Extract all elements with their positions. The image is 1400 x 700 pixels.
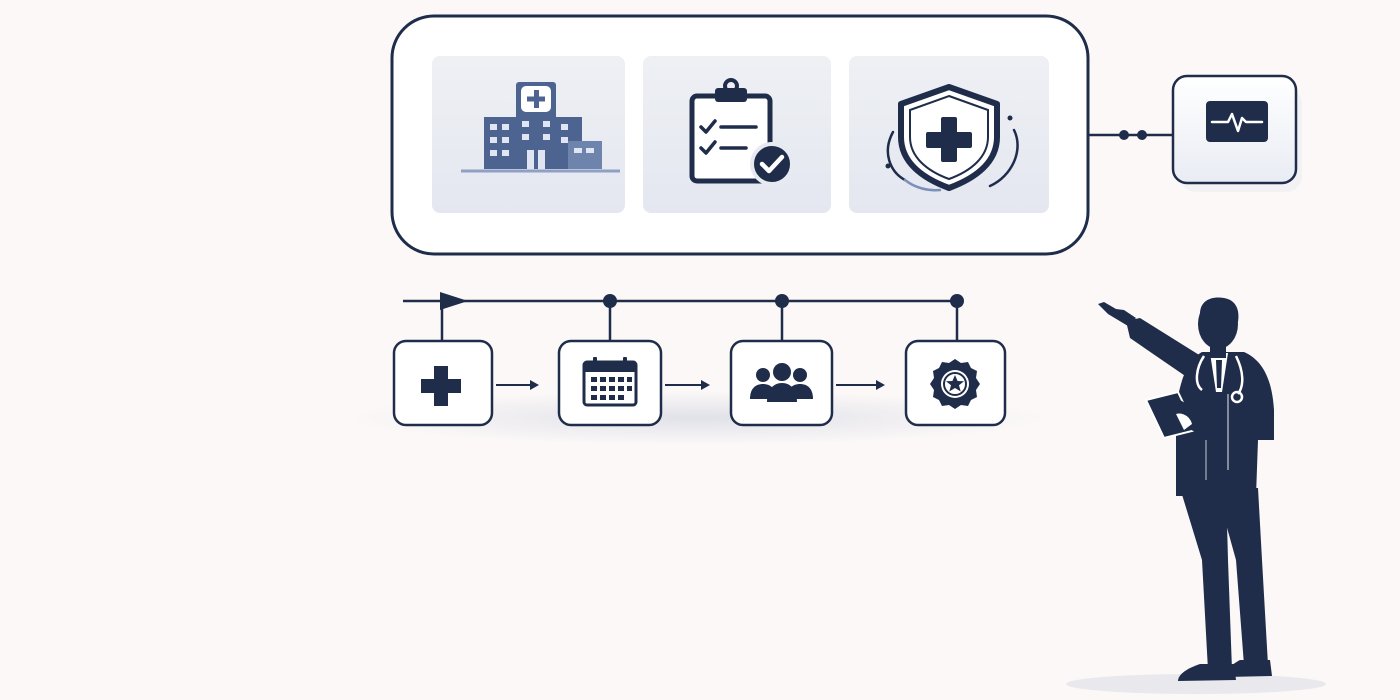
workflow-step-3[interactable] <box>729 339 834 427</box>
step-arrow <box>496 380 539 390</box>
heart-rate-monitor-icon <box>1206 101 1268 142</box>
shield-medical-cross-icon <box>885 84 1019 192</box>
hospital-tile[interactable] <box>432 56 625 213</box>
step-arrow <box>836 380 885 390</box>
shield-tile[interactable] <box>849 56 1049 213</box>
step-arrow <box>665 380 710 390</box>
clipboard-tile[interactable] <box>643 56 831 213</box>
workflow-timeline <box>350 292 1046 445</box>
hospital-building-icon <box>461 82 620 173</box>
star-badge-icon <box>930 359 980 409</box>
calendar-icon <box>582 357 638 407</box>
workflow-step-1[interactable] <box>392 339 494 427</box>
medical-cross-icon <box>421 366 461 406</box>
people-group-icon <box>750 363 813 402</box>
connected-device-card[interactable] <box>1171 74 1302 192</box>
workflow-step-4[interactable] <box>904 339 1007 427</box>
services-panel <box>390 14 1090 256</box>
clipboard-checklist-icon <box>689 78 794 186</box>
device-connector <box>1088 130 1173 140</box>
workflow-step-2[interactable] <box>557 339 663 427</box>
doctor-presenting-figure <box>1066 297 1326 694</box>
timeline-start-arrow <box>440 292 468 310</box>
